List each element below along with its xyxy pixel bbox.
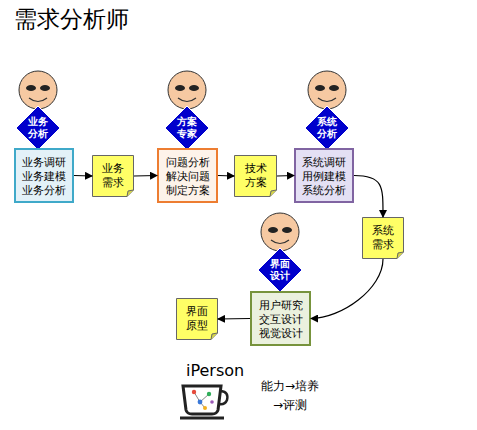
flow-arrow bbox=[277, 175, 294, 177]
text-label: →评测 bbox=[273, 397, 307, 414]
note-outline bbox=[363, 218, 404, 259]
note-outline bbox=[235, 156, 277, 197]
cup-logo bbox=[180, 386, 227, 418]
artifact-note: 业务需求 bbox=[92, 155, 134, 197]
note-fold bbox=[127, 190, 134, 197]
artifact-note: 系统需求 bbox=[362, 217, 404, 259]
node-text: 系统调研 用例建模 系统分析 bbox=[301, 155, 347, 197]
node-text: 系统分析 bbox=[315, 116, 339, 140]
box-outline bbox=[158, 149, 217, 202]
text-label: 能力→培养 bbox=[261, 378, 319, 395]
process-box: 用户研究 交互设计 视觉设计 bbox=[250, 291, 311, 346]
role-diamond: 业务分析 bbox=[16, 106, 60, 150]
person-head bbox=[19, 71, 57, 109]
node-text: 业务调研 业务建模 业务分析 bbox=[21, 155, 67, 197]
flow-arrow bbox=[218, 175, 234, 177]
note-fold bbox=[211, 333, 218, 340]
note-outline bbox=[177, 299, 218, 340]
node-text: 业务分析 bbox=[26, 116, 50, 140]
process-box: 业务调研 业务建模 业务分析 bbox=[14, 148, 74, 203]
role-diamond: 系统分析 bbox=[305, 106, 349, 150]
flow-arrow bbox=[74, 175, 92, 177]
person-head bbox=[168, 71, 206, 109]
node-text: 系统需求 bbox=[370, 224, 396, 252]
process-box: 系统调研 用例建模 系统分析 bbox=[294, 148, 354, 203]
box-outline bbox=[251, 292, 310, 345]
node-text: 方案专家 bbox=[175, 116, 199, 140]
role-diamond: 方案专家 bbox=[165, 106, 209, 150]
role-diamond: 界面设计 bbox=[258, 248, 302, 292]
flow-arrow bbox=[134, 175, 157, 177]
diamond-outline bbox=[16, 106, 60, 150]
node-text: 技术方案 bbox=[243, 162, 269, 190]
diamond-outline bbox=[165, 106, 209, 150]
node-text: 用户研究 交互设计 视觉设计 bbox=[258, 298, 304, 340]
artifact-note: 技术方案 bbox=[234, 155, 277, 197]
text-label: iPerson bbox=[186, 361, 244, 380]
artifact-note: 界面原型 bbox=[176, 298, 218, 340]
note-fold bbox=[397, 252, 404, 259]
node-text: 界面原型 bbox=[184, 305, 210, 333]
node-text: 问题分析 解决问题 制定方案 bbox=[165, 155, 211, 197]
node-text: 业务需求 bbox=[100, 162, 126, 190]
flow-arrow bbox=[218, 318, 250, 320]
flow-arrow bbox=[354, 176, 383, 218]
box-outline bbox=[295, 149, 353, 202]
flow-arrow bbox=[311, 259, 383, 319]
box-outline bbox=[15, 149, 73, 202]
node-text: 界面设计 bbox=[268, 258, 292, 282]
person-head bbox=[261, 213, 299, 251]
person-head bbox=[308, 71, 346, 109]
process-box: 问题分析 解决问题 制定方案 bbox=[157, 148, 218, 203]
diagram-title: 需求分析师 bbox=[14, 4, 129, 34]
diamond-outline bbox=[305, 106, 349, 150]
note-fold bbox=[270, 190, 277, 197]
note-outline bbox=[93, 156, 134, 197]
diamond-outline bbox=[258, 248, 302, 292]
